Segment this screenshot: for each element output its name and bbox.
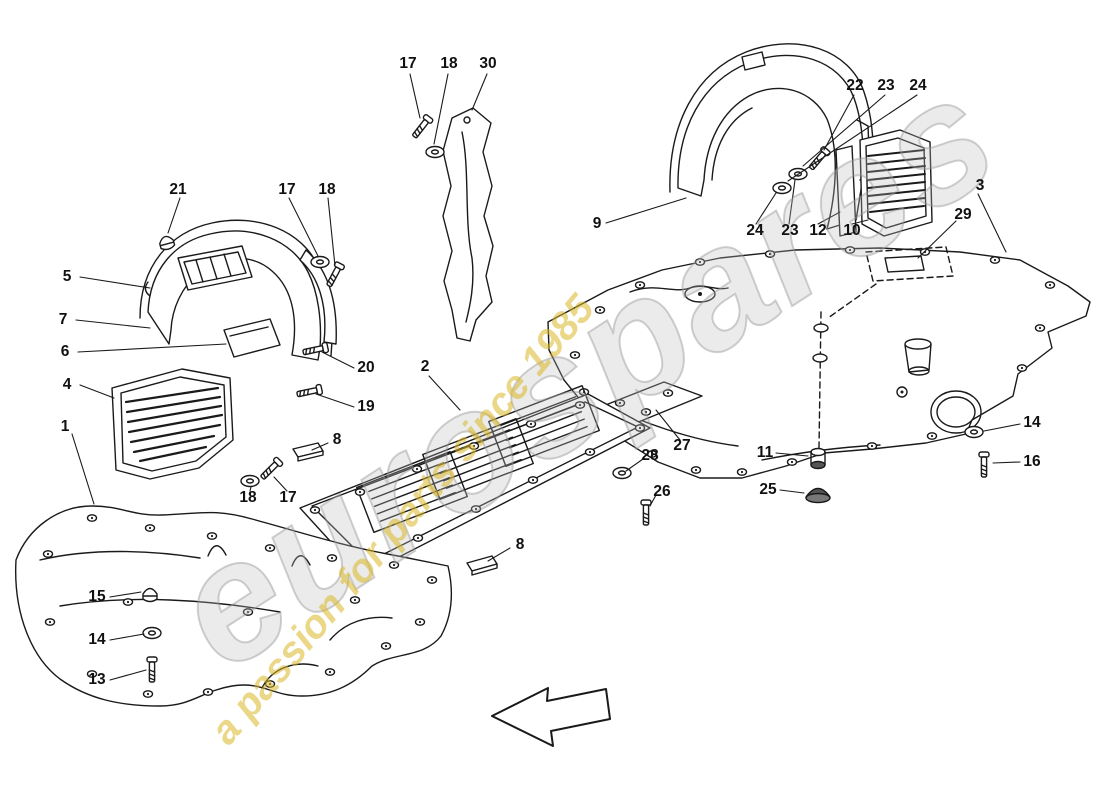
callout-4[interactable]: 4: [62, 376, 72, 393]
callout-23[interactable]: 23: [877, 77, 895, 94]
callout-1[interactable]: 1: [60, 418, 70, 435]
callout-12[interactable]: 12: [809, 222, 827, 239]
callout-2[interactable]: 2: [420, 358, 430, 375]
callout-20[interactable]: 20: [357, 359, 375, 376]
right-wheelhouse: [669, 43, 874, 230]
callout-18[interactable]: 18: [440, 55, 458, 72]
callout-24[interactable]: 24: [909, 77, 927, 94]
stud-and-grommet-stack: [805, 283, 877, 504]
callout-16[interactable]: 16: [1023, 453, 1041, 470]
callout-24[interactable]: 24: [746, 222, 764, 239]
callout-8[interactable]: 8: [515, 536, 525, 553]
callout-30[interactable]: 30: [479, 55, 497, 72]
louvered-vent-panel-left: [111, 368, 234, 480]
callout-8[interactable]: 8: [332, 431, 342, 448]
callout-22[interactable]: 22: [846, 77, 864, 94]
callout-6[interactable]: 6: [60, 343, 70, 360]
callout-27[interactable]: 27: [673, 437, 691, 454]
undertray-left-panel: [15, 505, 452, 707]
callout-3[interactable]: 3: [975, 177, 985, 194]
callout-18[interactable]: 18: [239, 489, 257, 506]
callout-26[interactable]: 26: [653, 483, 671, 500]
callout-25[interactable]: 25: [759, 481, 777, 498]
callout-5[interactable]: 5: [62, 268, 72, 285]
callout-15[interactable]: 15: [88, 588, 106, 605]
heat-shield-panel: [442, 107, 494, 342]
callout-11[interactable]: 11: [756, 444, 774, 461]
direction-arrow: [491, 687, 611, 747]
louvered-vent-panel-right: [835, 129, 933, 237]
callout-10[interactable]: 10: [843, 222, 861, 239]
callout-7[interactable]: 7: [58, 311, 68, 328]
callout-29[interactable]: 29: [954, 206, 972, 223]
leader-lines: [71, 73, 1021, 681]
callout-13[interactable]: 13: [88, 671, 106, 688]
callout-19[interactable]: 19: [357, 398, 375, 415]
left-wheelhouse: [139, 219, 337, 361]
callout-17[interactable]: 17: [278, 181, 296, 198]
callout-14[interactable]: 14: [88, 631, 106, 648]
callout-21[interactable]: 21: [169, 181, 187, 198]
undertray-right-panel: [547, 246, 1091, 479]
callout-28[interactable]: 28: [641, 447, 659, 464]
callout-23[interactable]: 23: [781, 222, 799, 239]
callout-17[interactable]: 17: [279, 489, 297, 506]
callout-14[interactable]: 14: [1023, 414, 1041, 431]
callout-17[interactable]: 17: [399, 55, 417, 72]
callout-18[interactable]: 18: [318, 181, 336, 198]
callout-9[interactable]: 9: [592, 215, 602, 232]
